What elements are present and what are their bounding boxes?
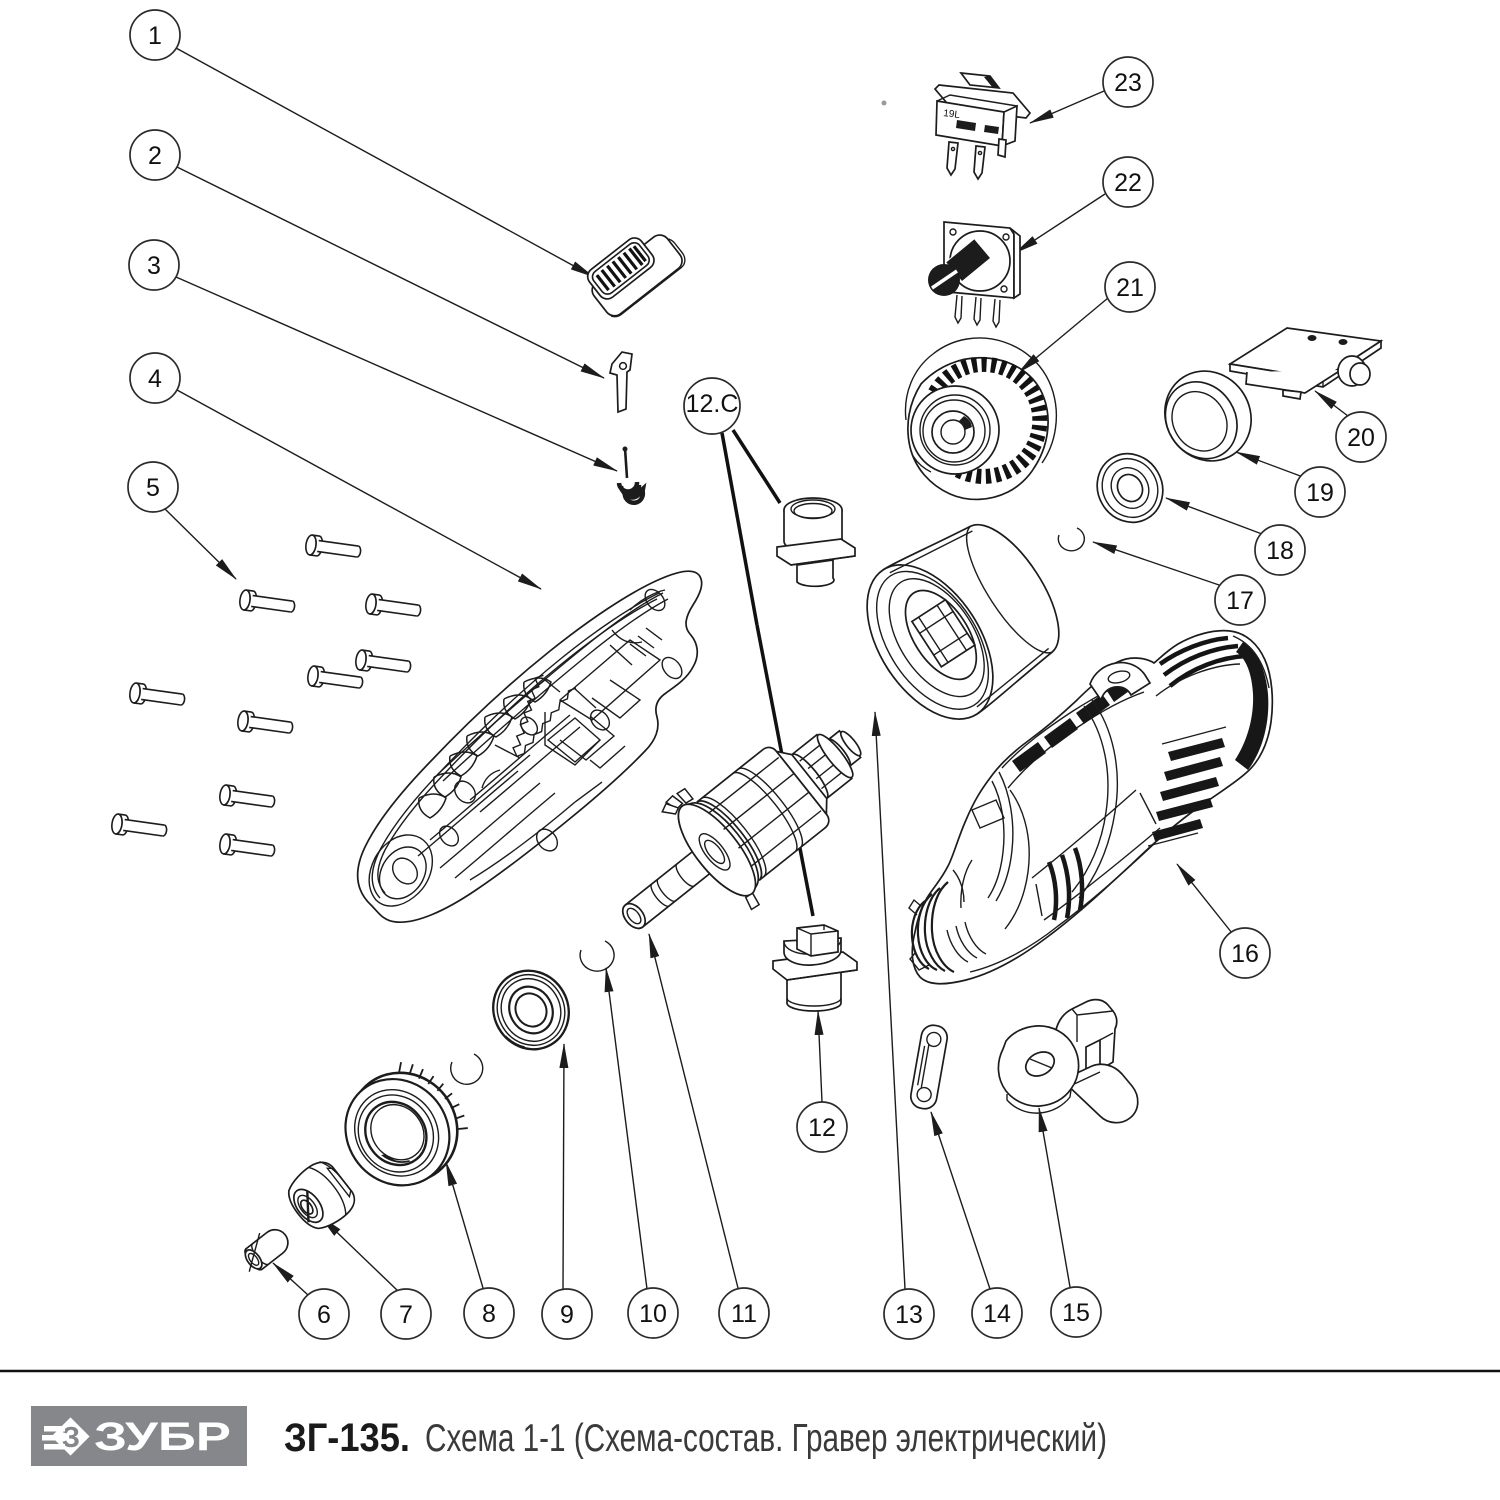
svg-text:8: 8 [482,1300,496,1328]
svg-text:20: 20 [1347,424,1375,452]
svg-text:3: 3 [147,252,161,280]
svg-text:10: 10 [639,1300,667,1328]
svg-text:11: 11 [731,1300,757,1328]
svg-text:16: 16 [1231,940,1259,968]
svg-text:13: 13 [895,1301,923,1329]
svg-text:15: 15 [1062,1299,1090,1327]
svg-text:5: 5 [146,474,160,502]
svg-text:9: 9 [560,1301,574,1329]
svg-text:14: 14 [983,1300,1011,1328]
svg-text:22: 22 [1114,169,1142,197]
svg-text:23: 23 [1114,69,1142,97]
svg-text:Схема 1-1 (Схема-состав. Граве: Схема 1-1 (Схема-состав. Гравер электрич… [425,1417,1107,1460]
svg-text:21: 21 [1116,274,1144,302]
svg-text:2: 2 [148,142,162,170]
svg-text:12: 12 [808,1114,836,1142]
svg-text:12.C: 12.C [686,390,739,418]
svg-text:17: 17 [1226,587,1254,615]
svg-text:1: 1 [148,22,162,50]
svg-text:ЗГ-135.: ЗГ-135. [284,1416,410,1460]
svg-text:З: З [62,1422,80,1454]
svg-text:19: 19 [1306,479,1334,507]
svg-text:19L: 19L [943,108,961,121]
svg-text:18: 18 [1266,537,1294,565]
svg-text:ЗУБР: ЗУБР [94,1415,231,1459]
svg-text:6: 6 [317,1301,331,1329]
svg-text:4: 4 [148,365,162,393]
svg-text:7: 7 [399,1301,413,1329]
